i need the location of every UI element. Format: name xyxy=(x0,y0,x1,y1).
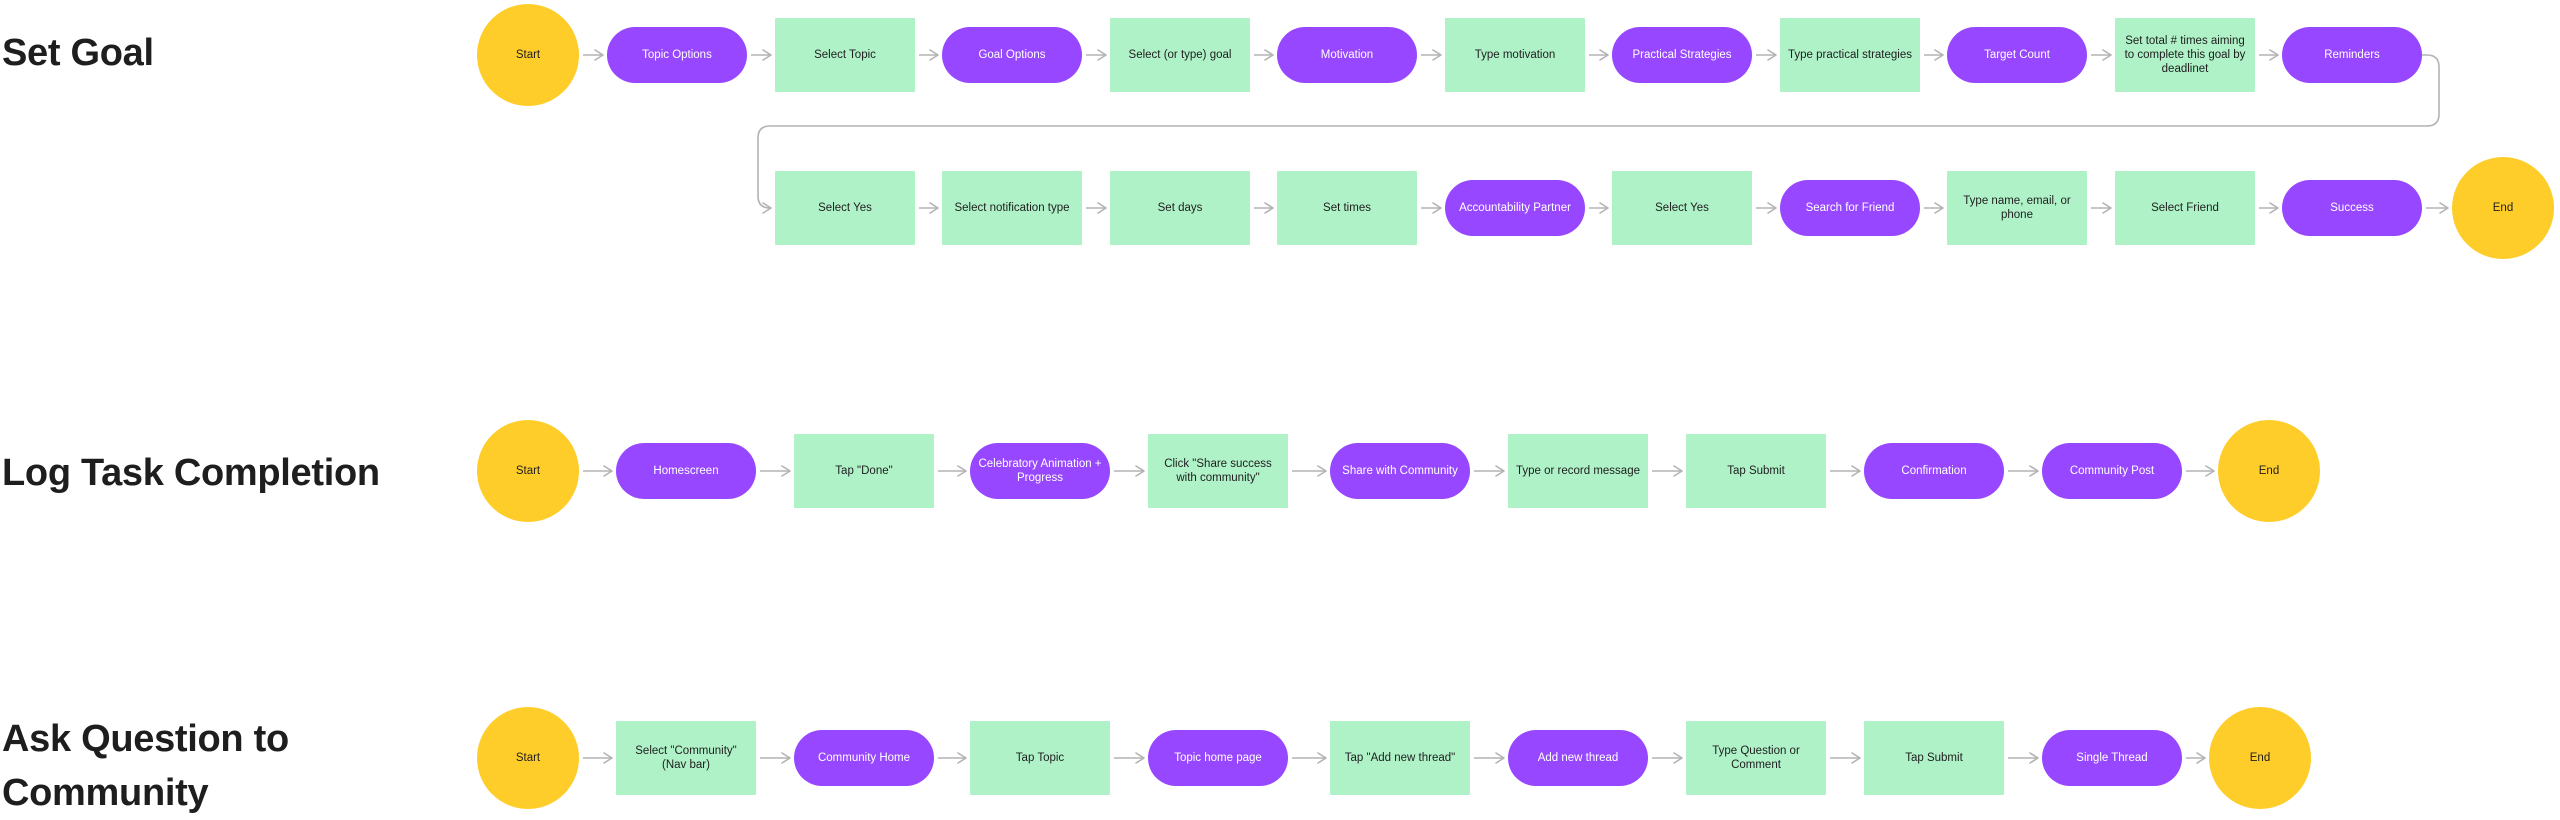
set-goal-node-search-for-friend[interactable]: Search for Friend xyxy=(1780,180,1920,236)
set-goal-node-set-days[interactable]: Set days xyxy=(1110,171,1250,245)
log-task-completion-node-share-with-community[interactable]: Share with Community xyxy=(1330,443,1470,499)
set-goal-node-target-count[interactable]: Target Count xyxy=(1947,27,2087,83)
ask-question-to-community-node-tap-add-new-thread[interactable]: Tap "Add new thread" xyxy=(1330,721,1470,795)
set-goal-node-accountability-partner[interactable]: Accountability Partner xyxy=(1445,180,1585,236)
set-goal-node-end[interactable]: End xyxy=(2452,157,2554,259)
log-task-completion-node-tap-submit[interactable]: Tap Submit xyxy=(1686,434,1826,508)
set-goal-node-goal-options[interactable]: Goal Options xyxy=(942,27,1082,83)
log-task-completion-node-celebratory-animation-progress[interactable]: Celebratory Animation + Progress xyxy=(970,443,1110,499)
set-goal-node-select-yes[interactable]: Select Yes xyxy=(1612,171,1752,245)
set-goal-node-set-total-times-aiming-to-complete-this-goal-by-deadlinet[interactable]: Set total # times aiming to complete thi… xyxy=(2115,18,2255,92)
set-goal-node-select-or-type-goal[interactable]: Select (or type) goal xyxy=(1110,18,1250,92)
set-goal-node-motivation[interactable]: Motivation xyxy=(1277,27,1417,83)
set-goal-node-practical-strategies[interactable]: Practical Strategies xyxy=(1612,27,1752,83)
ask-question-to-community-node-topic-home-page[interactable]: Topic home page xyxy=(1148,730,1288,786)
ask-question-to-community-node-start[interactable]: Start xyxy=(477,707,579,809)
set-goal-node-type-motivation[interactable]: Type motivation xyxy=(1445,18,1585,92)
set-goal-node-reminders[interactable]: Reminders xyxy=(2282,27,2422,83)
log-task-completion-node-confirmation[interactable]: Confirmation xyxy=(1864,443,2004,499)
set-goal-node-type-practical-strategies[interactable]: Type practical strategies xyxy=(1780,18,1920,92)
ask-question-to-community-node-tap-topic[interactable]: Tap Topic xyxy=(970,721,1110,795)
log-task-completion-node-end[interactable]: End xyxy=(2218,420,2320,522)
set-goal-node-select-topic[interactable]: Select Topic xyxy=(775,18,915,92)
log-task-completion-node-start[interactable]: Start xyxy=(477,420,579,522)
log-task-completion-node-homescreen[interactable]: Homescreen xyxy=(616,443,756,499)
set-goal-node-type-name-email-or-phone[interactable]: Type name, email, or phone xyxy=(1947,171,2087,245)
set-goal-node-select-friend[interactable]: Select Friend xyxy=(2115,171,2255,245)
ask-question-to-community-node-select-community-nav-bar[interactable]: Select "Community" (Nav bar) xyxy=(616,721,756,795)
log-task-completion-node-tap-done[interactable]: Tap "Done" xyxy=(794,434,934,508)
set-goal-node-success[interactable]: Success xyxy=(2282,180,2422,236)
set-goal-node-start[interactable]: Start xyxy=(477,4,579,106)
ask-question-to-community-node-community-home[interactable]: Community Home xyxy=(794,730,934,786)
set-goal-node-topic-options[interactable]: Topic Options xyxy=(607,27,747,83)
set-goal-node-select-notification-type[interactable]: Select notification type xyxy=(942,171,1082,245)
log-task-completion-node-click-share-success-with-community[interactable]: Click "Share success with community" xyxy=(1148,434,1288,508)
ask-question-to-community-node-tap-submit[interactable]: Tap Submit xyxy=(1864,721,2004,795)
ask-question-to-community-node-end[interactable]: End xyxy=(2209,707,2311,809)
set-goal-node-set-times[interactable]: Set times xyxy=(1277,171,1417,245)
log-task-completion-node-type-or-record-message[interactable]: Type or record message xyxy=(1508,434,1648,508)
flow-title-ask-question: Ask Question to Community xyxy=(2,718,289,814)
flow-title-log-task-completion: Log Task Completion xyxy=(2,452,380,494)
ask-question-to-community-node-type-question-or-comment[interactable]: Type Question or Comment xyxy=(1686,721,1826,795)
ask-question-to-community-node-add-new-thread[interactable]: Add new thread xyxy=(1508,730,1648,786)
flow-title-set-goal: Set Goal xyxy=(2,32,154,74)
set-goal-node-select-yes[interactable]: Select Yes xyxy=(775,171,915,245)
log-task-completion-node-community-post[interactable]: Community Post xyxy=(2042,443,2182,499)
ask-question-to-community-node-single-thread[interactable]: Single Thread xyxy=(2042,730,2182,786)
